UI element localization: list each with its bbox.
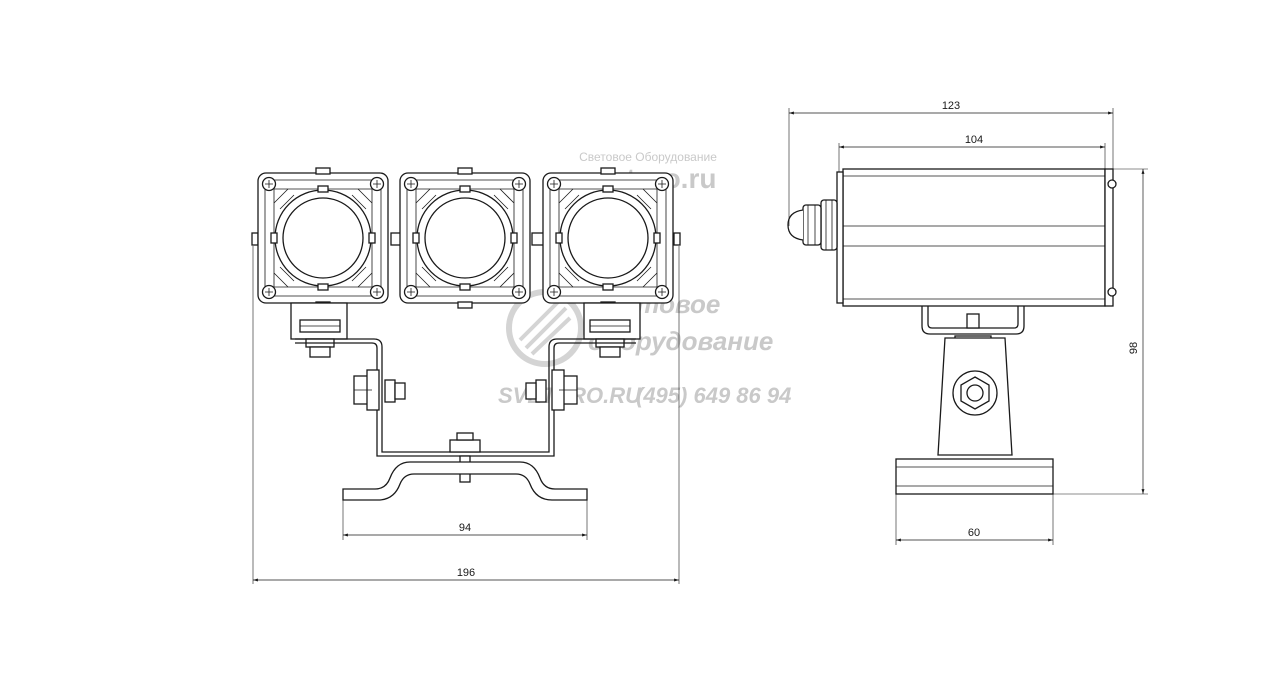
front-view: 94 196	[251, 167, 681, 584]
watermark-center-phone: (495) 649 86 94	[636, 383, 791, 408]
lamp-module-left	[257, 167, 389, 309]
watermark-top-line1: Световое Оборудование	[579, 150, 717, 164]
lamp-module-center	[399, 167, 531, 309]
lamp-module-right	[542, 167, 674, 309]
cable-gland-icon	[787, 199, 838, 251]
side-view: 123 104 98 60	[787, 100, 1148, 545]
front-total-width-label: 196	[457, 567, 475, 579]
side-base-width-label: 60	[968, 527, 980, 539]
side-height-label: 98	[1128, 342, 1140, 354]
side-body-length-label: 104	[965, 134, 983, 146]
front-base-width-label: 94	[459, 522, 471, 534]
side-total-length-label: 123	[942, 100, 960, 112]
